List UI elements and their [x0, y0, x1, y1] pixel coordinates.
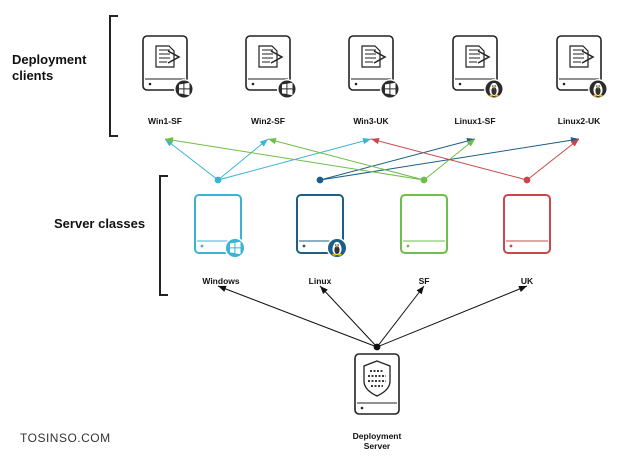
server-class-device-body	[194, 194, 242, 254]
client-label-win2-sf: Win2-SF	[251, 116, 285, 126]
document-icon	[465, 45, 491, 68]
edge-deployment-server-to-uk	[376, 285, 528, 348]
client-win3-uk	[348, 35, 400, 99]
deployment-clients-label-line2: clients	[12, 68, 54, 83]
server-class-device-led	[302, 244, 306, 248]
connections	[164, 137, 580, 351]
deployment-clients-label-line1: Deployment	[12, 52, 87, 67]
client-label-win1-sf: Win1-SF	[148, 116, 182, 126]
edge-deployment-server-to-sf	[376, 285, 425, 348]
edge-line	[267, 138, 425, 181]
deployment-server	[354, 353, 400, 415]
document-icon	[569, 45, 595, 68]
edge-uk-to-linux2-uk	[526, 138, 580, 181]
client-label-win3-uk: Win3-UK	[353, 116, 389, 126]
deployment-server-led	[360, 406, 364, 410]
edge-arrowhead	[268, 137, 277, 145]
edge-arrowhead	[570, 139, 579, 147]
edge-arrowhead	[518, 286, 527, 292]
clients-bracket	[109, 15, 118, 137]
edge-windows-to-win3-uk	[217, 137, 372, 181]
client-device-led	[562, 82, 566, 86]
server-class-label-linux: Linux	[308, 276, 332, 286]
edge-line	[164, 138, 425, 181]
server-class-device-led	[200, 244, 204, 248]
server-class-device-led	[509, 244, 513, 248]
server-class-device-body	[296, 194, 344, 254]
edge-arrowhead	[416, 286, 424, 295]
server-class-device-led	[406, 244, 410, 248]
edge-deployment-server-to-linux	[319, 285, 378, 348]
edge-line	[217, 285, 378, 348]
nodes	[142, 35, 608, 415]
server-classes-bracket	[159, 175, 168, 296]
edge-arrowhead	[466, 139, 475, 147]
edge-line	[526, 138, 580, 181]
client-label-linux1-sf: Linux1-SF	[454, 116, 496, 126]
edge-sf-to-win2-sf	[267, 137, 425, 181]
edge-sf-to-win1-sf	[164, 137, 428, 184]
server-class-windows	[194, 194, 246, 259]
server-class-uk	[503, 194, 551, 254]
edge-arrowhead	[218, 285, 227, 292]
server-classes-label: Server classes	[54, 216, 146, 231]
server-class-label-windows: Windows	[202, 276, 240, 286]
document-icon	[155, 45, 181, 68]
edge-line	[376, 285, 425, 348]
edge-line	[217, 138, 269, 181]
client-device-led	[458, 82, 462, 86]
server-class-label-sf: SF	[418, 276, 430, 286]
server-class-linux	[296, 194, 348, 259]
deployment-server-label: Deployment Server	[337, 431, 417, 451]
edge-deployment-server-to-windows	[217, 285, 381, 351]
os-badge	[381, 80, 399, 98]
os-badge	[278, 80, 296, 98]
edge-line	[370, 138, 528, 181]
edge-arrowhead	[371, 137, 380, 145]
edge-arrowhead	[259, 139, 268, 147]
client-device-led	[354, 82, 358, 86]
client-label-linux2-uk: Linux2-UK	[557, 116, 601, 126]
edge-linux-to-linux2-uk	[319, 137, 580, 181]
client-win1-sf	[142, 35, 194, 99]
server-class-label-uk: UK	[520, 276, 534, 286]
server-shield-icon	[363, 360, 391, 397]
client-device-led	[148, 82, 152, 86]
server-class-sf	[400, 194, 448, 254]
deployment-server-label-line2: Server	[363, 441, 391, 451]
client-linux1-sf	[452, 35, 504, 99]
edge-arrowhead	[362, 137, 371, 145]
server-class-device-body	[503, 194, 551, 254]
edge-arrowhead	[320, 286, 328, 295]
document-icon	[258, 45, 284, 68]
deployment-clients-label: Deployment clients	[12, 52, 102, 84]
watermark: TOSINSO.COM	[20, 431, 111, 445]
client-device-led	[251, 82, 255, 86]
server-class-device-body	[400, 194, 448, 254]
deployment-server-label-line1: Deployment	[352, 431, 402, 441]
edge-line	[164, 138, 219, 181]
client-linux2-uk	[556, 35, 608, 99]
client-win2-sf	[245, 35, 297, 99]
os-badge	[175, 80, 193, 98]
os-badge	[226, 239, 244, 257]
document-icon	[361, 45, 387, 68]
edge-windows-to-win1-sf	[164, 138, 222, 184]
group-brackets	[109, 15, 168, 296]
edge-line	[319, 285, 378, 348]
edge-windows-to-win2-sf	[217, 138, 269, 181]
edge-line	[319, 138, 476, 181]
edge-arrowhead	[165, 137, 174, 144]
edge-line	[376, 285, 528, 348]
